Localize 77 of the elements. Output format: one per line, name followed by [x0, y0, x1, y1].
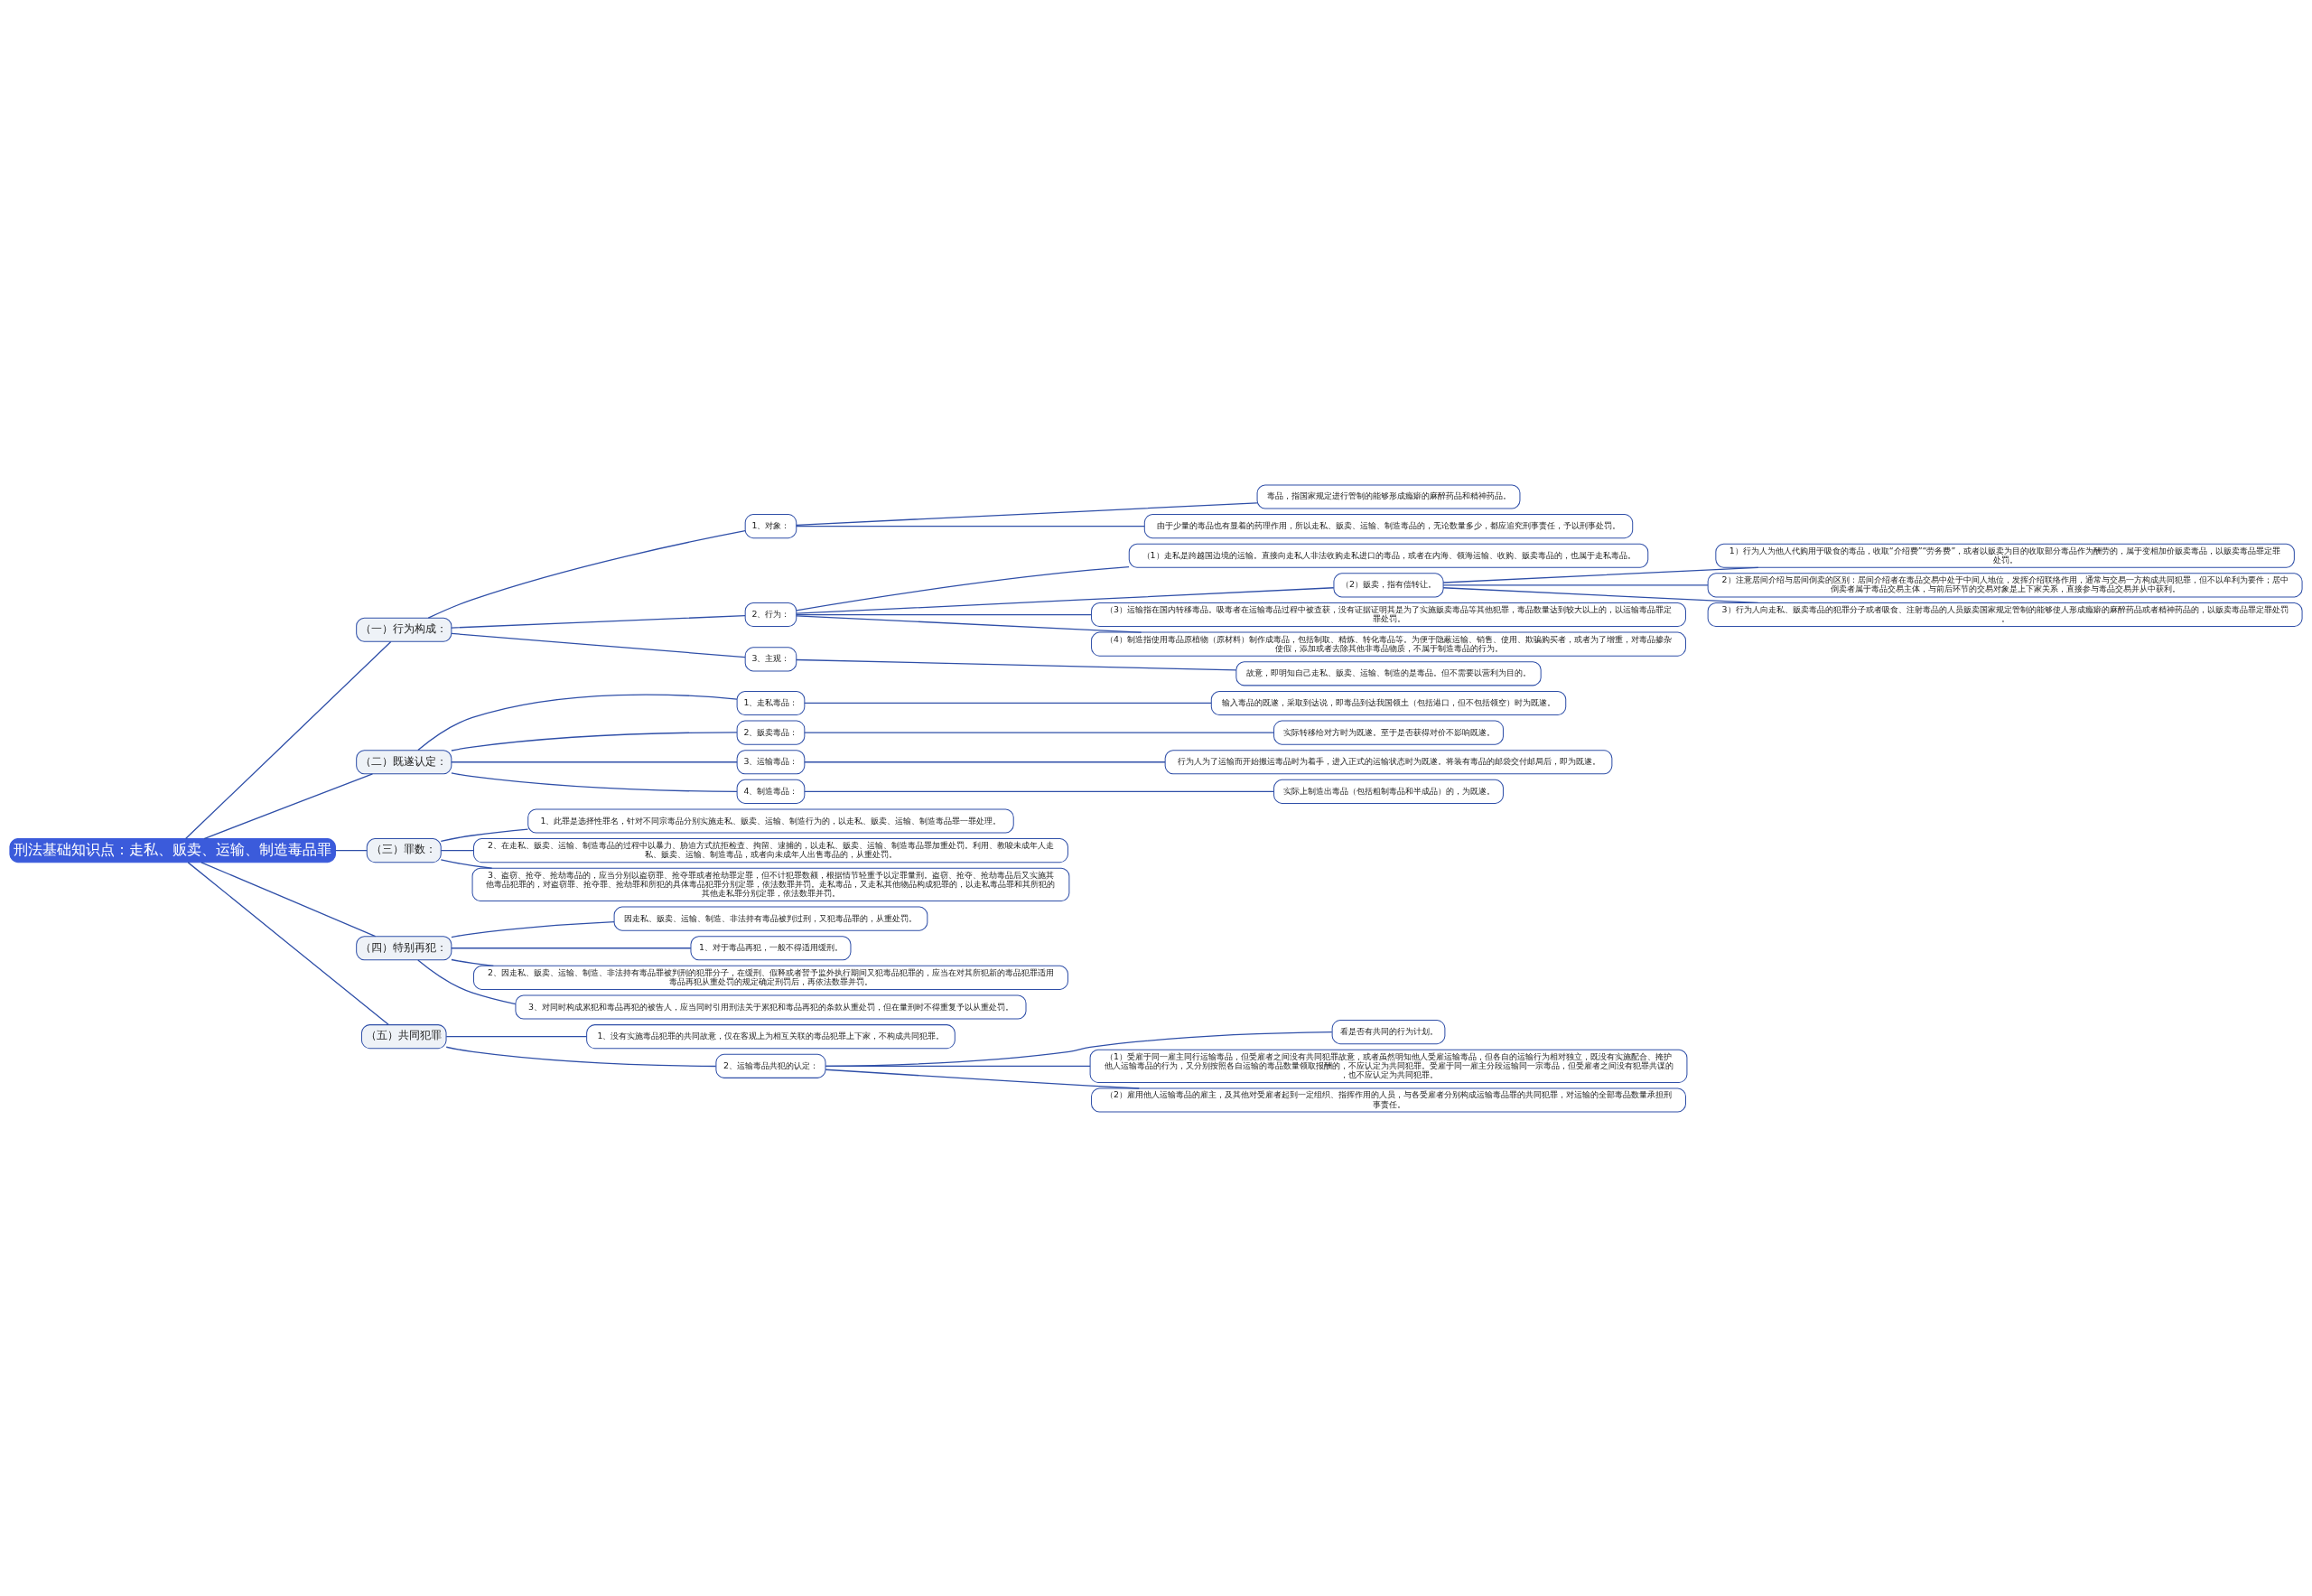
connector: [445, 1035, 588, 1037]
node-box: 2、行为：: [744, 602, 797, 627]
node-box: （1）受雇于同一雇主同行运输毒品，但受雇者之间没有共同犯罪故意，或者虽然明知他人受雇运输毒品，但各自的运输行为相对独立，既没有实施配合、掩护他人运输毒品的行为，又分别按照各自运输的毒品数量领取报酬的，不应认定为共同犯罪。受雇于同一雇主分段运输同一宗毒品，但受雇者之间没有犯罪共谋的，也不应认定为共同犯罪。: [1089, 1049, 1688, 1083]
node-box: 2、在走私、贩卖、运输、制造毒品的过程中以暴力、胁迫方式抗拒检查、拘留、逮捕的，以走私、贩卖、运输、制造毒品罪加重处罚。利用、教唆未成年人走私、贩卖、运输、制造毒品，或者向未成年人出售毒品的，从重处罚。: [473, 837, 1068, 863]
connector: [796, 501, 1258, 526]
connector: [796, 613, 1093, 615]
connector: [451, 958, 494, 966]
node-box: 1、走私毒品：: [736, 690, 806, 715]
node-box: 2、因走私、贩卖、运输、制造、非法持有毒品罪被判刑的犯罪分子，在缓刑、假释或者暂予监外执行期间又犯毒品犯罪的，应当在对其所犯新的毒品犯罪适用毒品再犯从重处罚的规定确定刑罚后，再依法数罪并罚。: [473, 965, 1068, 990]
node-box: （1）走私是跨越国边境的运输。直接向走私人非法收购走私进口的毒品，或者在内海、领海运输、收购、贩卖毒品的，也属于走私毒品。: [1128, 543, 1649, 568]
connector: [804, 702, 1212, 704]
node-box: （一）行为构成：: [356, 617, 452, 642]
node-box: 1、对于毒品再犯，一般不得适用缓刑。: [690, 935, 852, 960]
connector: [796, 586, 1335, 614]
connector: [1442, 586, 1759, 603]
connector: [1442, 583, 1709, 586]
node-box: 实际转移给对方时为既遂。至于是否获得对价不影响既遂。: [1273, 720, 1504, 745]
connector: [825, 1031, 1333, 1067]
node-box: （4）制造指使用毒品原植物（原材料）制作成毒品，包括制取、精炼、转化毒品等。为便于隐蔽运输、销售、使用、欺骗购买者，或者为了增重，对毒品掺杂使假，添加或者去除其他非毒品物质，不属于制造毒品的行为。: [1091, 631, 1686, 657]
node-box: 2、运输毒品共犯的认定：: [715, 1053, 826, 1078]
node-box: 由于少量的毒品也有显着的药理作用，所以走私、贩卖、运输、制造毒品的，无论数量多少，都应追究刑事责任，予以刑事处罚。: [1143, 513, 1634, 538]
connector: [451, 947, 692, 948]
node-box: 3、主观：: [744, 646, 797, 671]
connector: [796, 614, 1142, 633]
connector: [796, 525, 1145, 527]
connector: [187, 861, 389, 1025]
connector: [427, 529, 746, 619]
connector: [1442, 566, 1759, 583]
connector: [451, 761, 738, 762]
node-box: 1）行为人为他人代购用于吸食的毒品，收取“介绍费”“劳务费”，或者以贩卖为目的收取部分毒品作为酬劳的，属于变相加价贩卖毒品，以贩卖毒品罪定罪处罚。: [1715, 543, 2295, 568]
node-box: 因走私、贩卖、运输、制造、非法持有毒品被判过刑，又犯毒品罪的，从重处罚。: [613, 906, 928, 931]
node-box: 毒品，指国家规定进行管制的能够形成瘾癖的麻醉药品和精神药品。: [1256, 483, 1521, 509]
node-box: （3）运输指在国内转移毒品。吸毒者在运输毒品过程中被查获，没有证据证明其是为了实施贩卖毒品等其他犯罪，毒品数量达到较大以上的，以运输毒品罪定罪处罚。: [1091, 602, 1686, 627]
node-box: 4、制造毒品：: [736, 779, 806, 804]
node-box: 2、贩卖毒品：: [736, 720, 806, 745]
connector: [417, 693, 738, 751]
node-box: 实际上制造出毒品（包括粗制毒品和半成品）的，为既遂。: [1273, 779, 1504, 804]
node-box: （四）特别再犯：: [356, 935, 452, 960]
connector: [451, 771, 738, 792]
connector: [203, 772, 374, 839]
connector: [184, 640, 392, 839]
node-box: 3、对同时构成累犯和毒品再犯的被告人，应当同时引用刑法关于累犯和毒品再犯的条款从重处罚，但在量刑时不得重复予以从重处罚。: [515, 994, 1027, 1020]
node-box: 输入毒品的既遂，采取到达说，即毒品到达我国领土（包括港口，但不包括领空）时为既遂。: [1210, 690, 1567, 715]
connector: [796, 658, 1237, 671]
node-box: 1、对象：: [744, 513, 797, 538]
node-box: 3、盗窃、抢夺、抢劫毒品的，应当分别以盗窃罪、抢夺罪或者抢劫罪定罪，但不计犯罪数额，根据情节轻重予以定罪量刑。盗窃、抢夺、抢劫毒品后又实施其他毒品犯罪的，对盗窃罪、抢夺罪、抢劫罪和所犯的具体毒品犯罪分别定罪，依法数罪并罚。走私毒品，又走私其他物品构成犯罪的，以走私毒品罪和其所犯的其他走私罪分别定罪，依法数罪并罚。: [471, 867, 1070, 901]
connector: [445, 1046, 717, 1067]
node-box: （五）共同犯罪: [360, 1023, 447, 1049]
node-box: 行为人为了运输而开始搬运毒品时为着手，进入正式的运输状态时为既遂。将装有毒品的邮袋交付邮局后，即为既遂。: [1164, 749, 1613, 774]
connector: [451, 920, 615, 938]
connector: [451, 614, 746, 629]
node-box: 刑法基础知识点：走私、贩卖、运输、制造毒品罪: [9, 837, 336, 863]
connector: [825, 1065, 1091, 1067]
node-box: （二）既遂认定：: [356, 749, 452, 774]
node-box: 故意，即明知自己走私、贩卖、运输、制造的是毒品。但不需要以营利为目的。: [1235, 660, 1542, 686]
connector: [334, 849, 368, 851]
node-box: 1、此罪是选择性罪名，针对不同宗毒品分别实施走私、贩卖、运输、制造行为的，以走私、贩卖、运输、制造毒品罪一罪处理。: [527, 807, 1014, 834]
connector: [440, 849, 474, 851]
connector: [451, 632, 746, 658]
node-box: （2）雇用他人运输毒品的雇主，及其他对受雇者起到一定组织、指挥作用的人员，与各受雇者分别构成运输毒品罪的共同犯罪，对运输的全部毒品数量承担刑事责任。: [1091, 1087, 1686, 1113]
connector: [440, 828, 529, 842]
connector: [417, 958, 517, 1004]
node-box: 3、运输毒品：: [736, 749, 806, 774]
connector: [804, 731, 1275, 733]
connector: [825, 1069, 1140, 1089]
connector: [804, 790, 1275, 792]
connector: [440, 858, 493, 869]
node-box: （三）罪数：: [366, 837, 442, 863]
node-box: 看是否有共同的行为计划。: [1331, 1019, 1446, 1044]
connector: [200, 861, 377, 937]
node-box: 3）行为人向走私、贩卖毒品的犯罪分子或者吸食、注射毒品的人员贩卖国家规定管制的能够使人形成瘾癖的麻醉药品或者精神药品的，以贩卖毒品罪定罪处罚。: [1707, 602, 2303, 627]
node-box: （2）贩卖，指有偿转让。: [1333, 572, 1444, 597]
node-box: 1、没有实施毒品犯罪的共同故意，仅在客观上为相互关联的毒品犯罪上下家，不构成共同犯罪。: [586, 1023, 956, 1049]
node-box: 2）注意居间介绍与居间倒卖的区别：居间介绍者在毒品交易中处于中间人地位，发挥介绍联络作用，通常与交易一方构成共同犯罪，但不以牟利为要件；居中倒卖者属于毒品交易主体，与前后环节的交易对象是上下家关系，直接参与毒品交易并从中获利。: [1707, 572, 2303, 597]
connector: [796, 565, 1130, 611]
connector: [804, 761, 1166, 762]
connector: [451, 731, 738, 751]
